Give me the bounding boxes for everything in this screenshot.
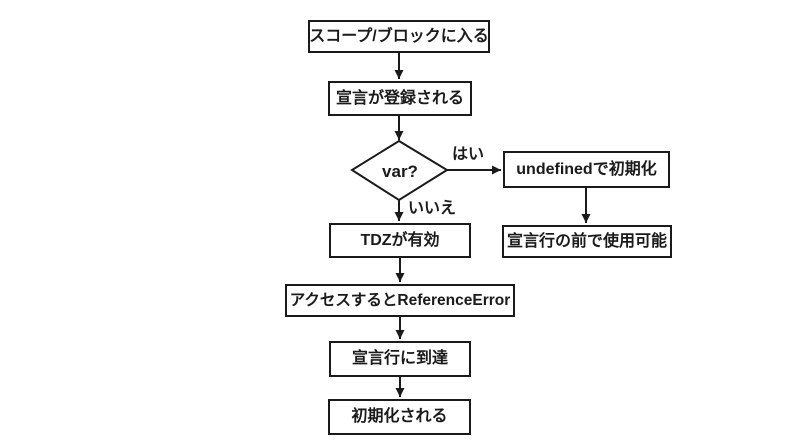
node-usable-before-declaration: 宣言行の前で使用可能 bbox=[502, 225, 672, 258]
node-reference-error: アクセスするとReferenceError bbox=[285, 284, 515, 317]
node-var-decision-label: var? bbox=[382, 161, 418, 181]
node-reach-declaration-line: 宣言行に到達 bbox=[329, 341, 471, 377]
edge-label-yes: はい bbox=[452, 146, 485, 163]
node-enter-scope: スコープ/ブロックに入る bbox=[308, 20, 490, 53]
node-tdz-active: TDZが有効 bbox=[329, 223, 471, 258]
decision-node-shape bbox=[350, 139, 449, 202]
node-initialized: 初期化される bbox=[328, 399, 471, 435]
node-declaration-registered: 宣言が登録される bbox=[328, 81, 472, 116]
edge-label-no: いいえ bbox=[408, 200, 457, 217]
node-init-undefined: undefinedで初期化 bbox=[503, 151, 670, 188]
